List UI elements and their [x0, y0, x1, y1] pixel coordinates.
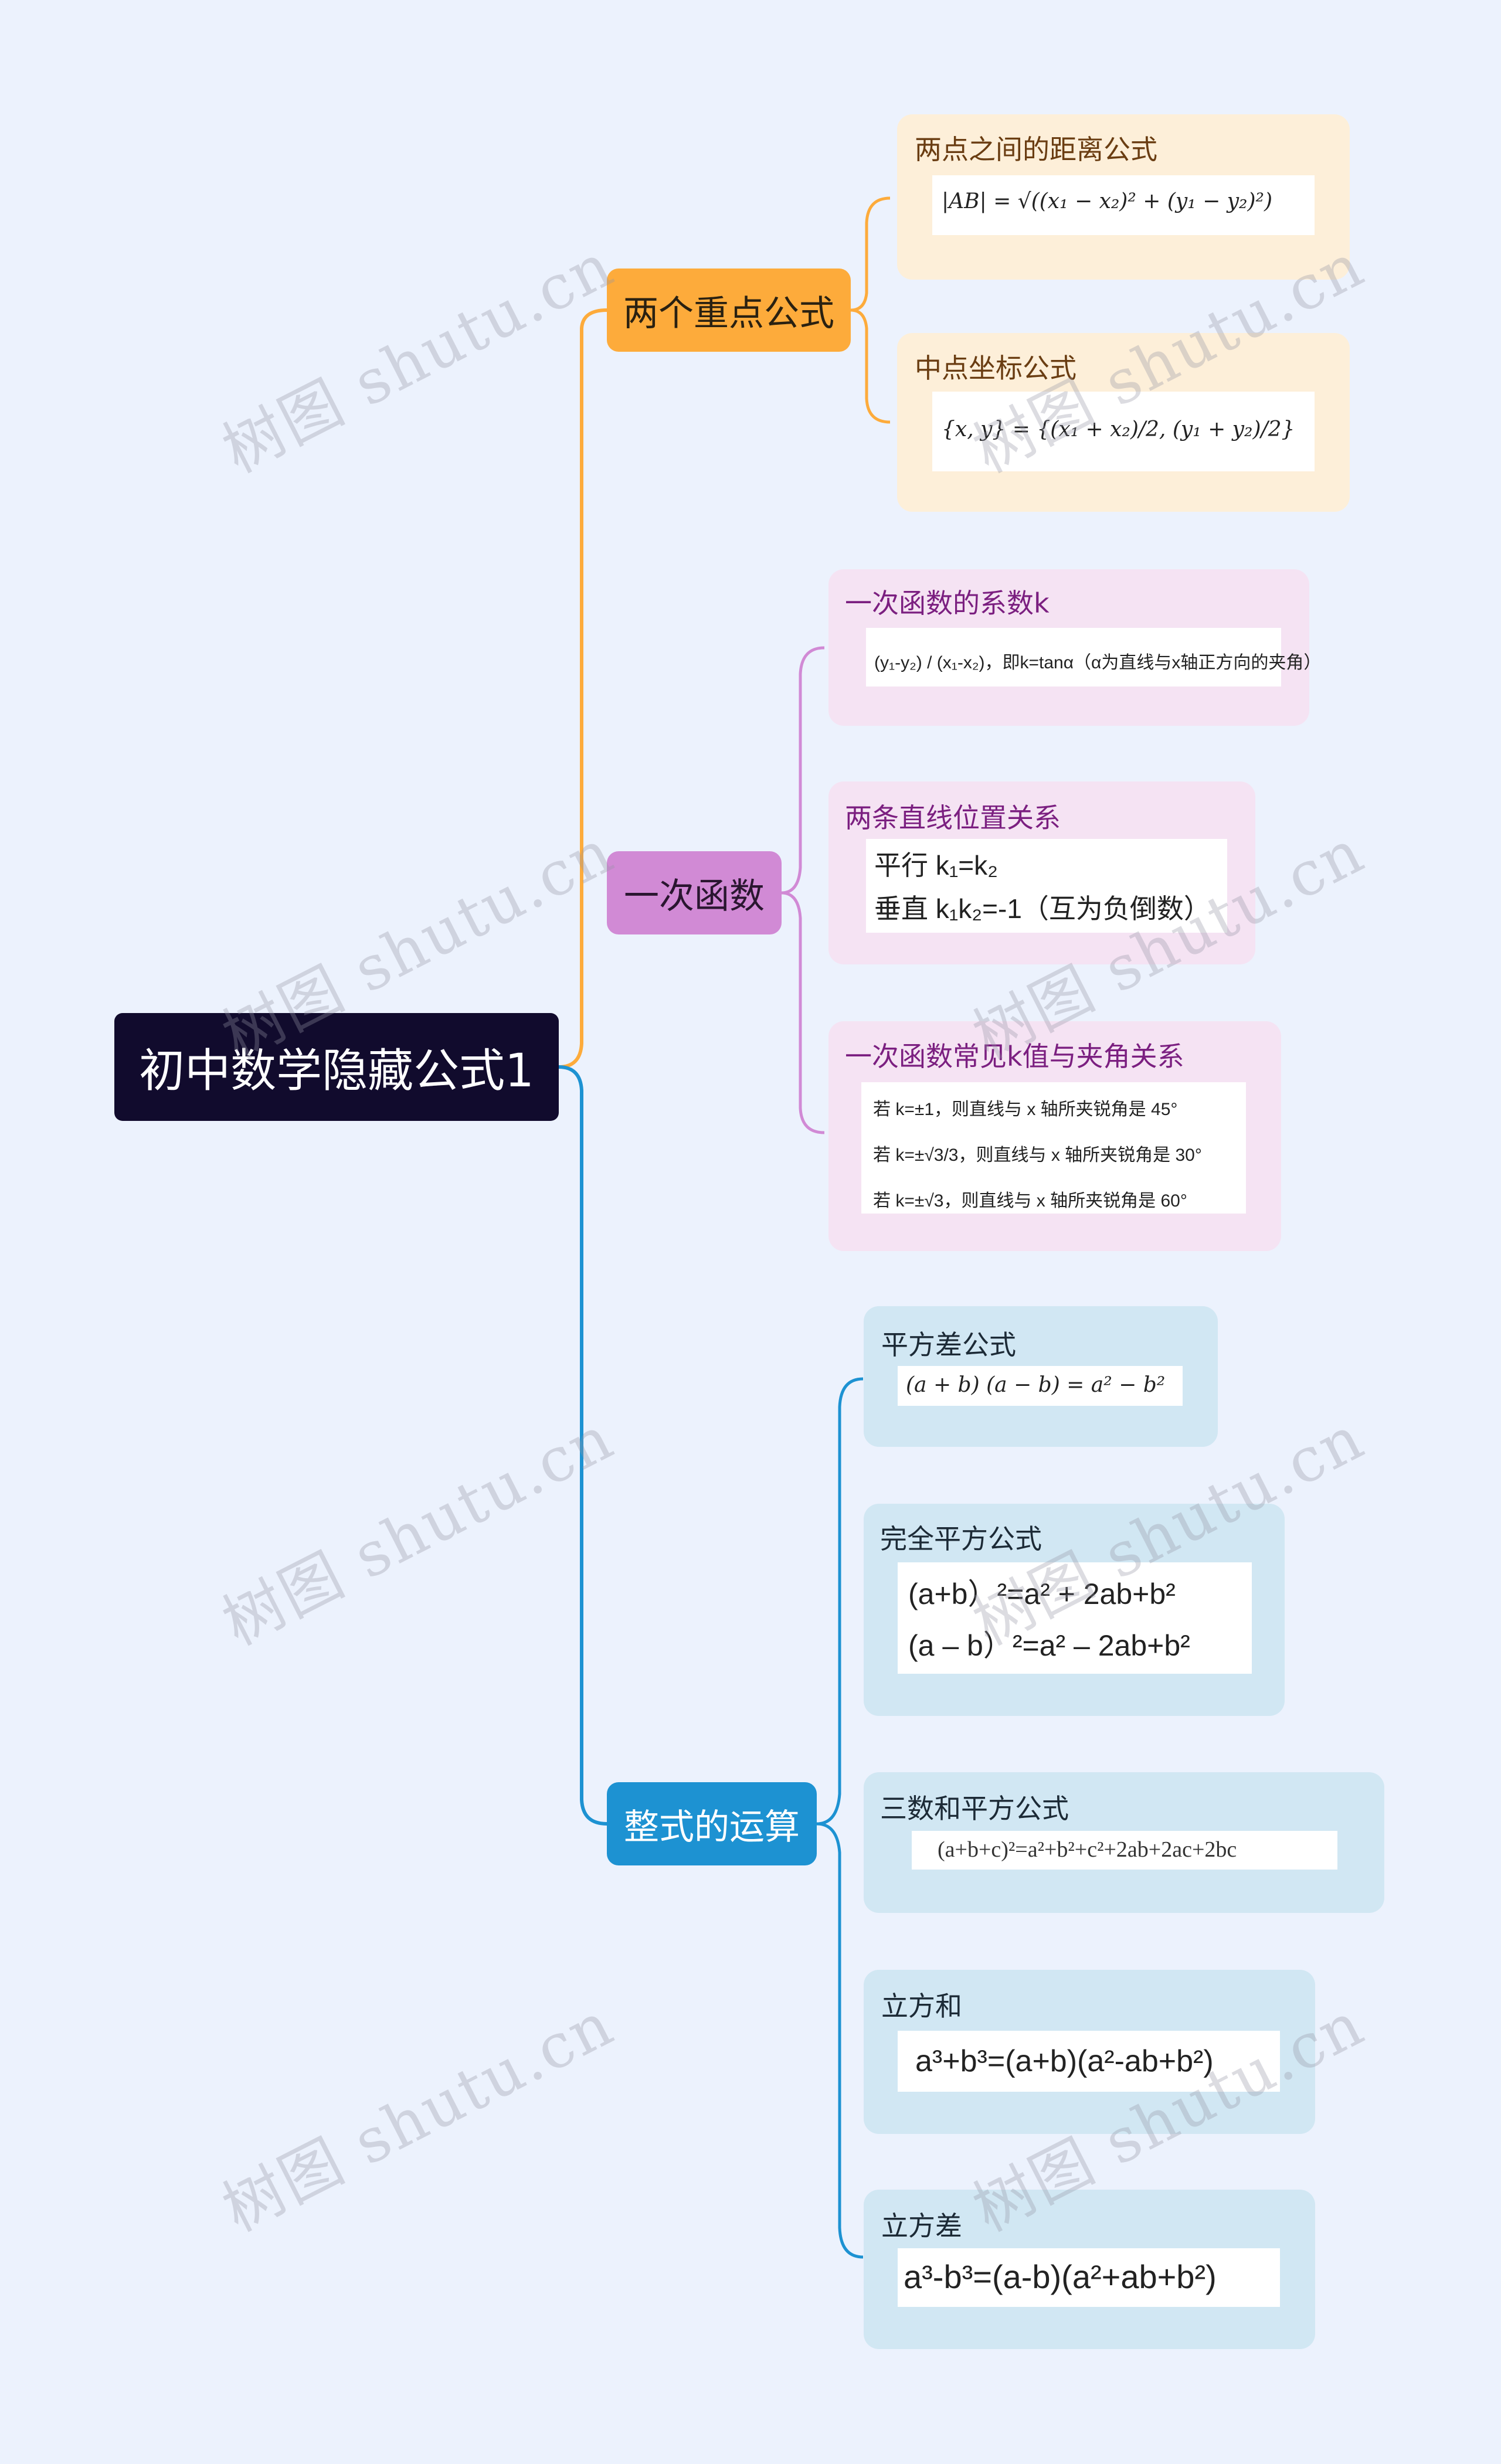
card-title: 立方差: [881, 2210, 962, 2242]
formula-box: (a+b+c)²=a²+b²+c²+2ab+2ac+2bc: [912, 1831, 1337, 1870]
branch-node-linear-function[interactable]: 一次函数: [607, 851, 782, 934]
formula-box: (a + b) (a − b) = a² − b²: [898, 1366, 1183, 1406]
card-title: 立方和: [881, 1990, 962, 2022]
card-title: 完全平方公式: [880, 1523, 1042, 1555]
branch-node-polynomial-operations[interactable]: 整式的运算: [607, 1782, 817, 1865]
card-sum-of-cubes[interactable]: 立方和 a³+b³=(a+b)(a²-ab+b²): [864, 1970, 1315, 2134]
formula-line: 垂直 k₁k₂=-1（互为负倒数）: [874, 893, 1211, 924]
card-trinomial-square[interactable]: 三数和平方公式 (a+b+c)²=a²+b²+c²+2ab+2ac+2bc: [864, 1772, 1384, 1913]
root-node[interactable]: 初中数学隐藏公式1: [114, 1013, 559, 1121]
card-line-relationship[interactable]: 两条直线位置关系 平行 k₁=k₂ 垂直 k₁k₂=-1（互为负倒数）: [828, 781, 1255, 964]
card-distance-formula[interactable]: 两点之间的距离公式 |AB| = √((x₁ − x₂)² + (y₁ − y₂…: [897, 114, 1350, 280]
card-difference-of-squares[interactable]: 平方差公式 (a + b) (a − b) = a² − b²: [864, 1306, 1218, 1447]
formula-box: (y₁-y₂) / (x₁-x₂)，即k=tanα（α为直线与x轴正方向的夹角）: [866, 628, 1321, 686]
formula-box: (a+b）²=a² + 2ab+b² (a – b）²=a² – 2ab+b²: [898, 1562, 1252, 1674]
branch-label: 两个重点公式: [623, 293, 834, 334]
formula-box: 若 k=±1，则直线与 x 轴所夹锐角是 45° 若 k=±√3/3，则直线与 …: [861, 1082, 1246, 1214]
card-title: 平方差公式: [881, 1329, 1016, 1361]
card-title: 中点坐标公式: [915, 352, 1076, 384]
formula-box: a³+b³=(a+b)(a²-ab+b²): [898, 2031, 1280, 2092]
formula-line: (a+b）²=a² + 2ab+b²: [908, 1578, 1176, 1610]
card-title: 一次函数的系数k: [845, 587, 1050, 619]
formula-box: |AB| = √((x₁ − x₂)² + (y₁ − y₂)²): [932, 175, 1315, 235]
card-slope-k[interactable]: 一次函数的系数k (y₁-y₂) / (x₁-x₂)，即k=tanα（α为直线与…: [828, 569, 1321, 726]
formula-box: a³-b³=(a-b)(a²+ab+b²): [898, 2248, 1280, 2307]
branch-node-key-formulas[interactable]: 两个重点公式: [607, 269, 851, 352]
branch-label: 一次函数: [624, 875, 765, 917]
branch-label: 整式的运算: [624, 1806, 800, 1848]
card-midpoint-formula[interactable]: 中点坐标公式 {x, y} = {(x₁ + x₂)/2, (y₁ + y₂)/…: [897, 333, 1350, 512]
card-k-angle[interactable]: 一次函数常见k值与夹角关系 若 k=±1，则直线与 x 轴所夹锐角是 45° 若…: [828, 1021, 1281, 1251]
formula-line: 若 k=±√3，则直线与 x 轴所夹锐角是 60°: [873, 1191, 1187, 1211]
card-title: 两条直线位置关系: [845, 802, 1061, 834]
formula-line: 若 k=±1，则直线与 x 轴所夹锐角是 45°: [873, 1100, 1178, 1119]
card-difference-of-cubes[interactable]: 立方差 a³-b³=(a-b)(a²+ab+b²): [864, 2190, 1315, 2349]
formula-line: (a – b）²=a² – 2ab+b²: [908, 1629, 1190, 1662]
formula-line: 若 k=±√3/3，则直线与 x 轴所夹锐角是 30°: [873, 1146, 1202, 1165]
card-perfect-square[interactable]: 完全平方公式 (a+b）²=a² + 2ab+b² (a – b）²=a² – …: [864, 1504, 1285, 1716]
card-title: 三数和平方公式: [880, 1793, 1069, 1824]
formula-box: 平行 k₁=k₂ 垂直 k₁k₂=-1（互为负倒数）: [866, 839, 1227, 933]
formula-line: 平行 k₁=k₂: [874, 850, 999, 881]
root-label: 初中数学隐藏公式1: [139, 1045, 534, 1097]
card-title: 两点之间的距离公式: [915, 134, 1157, 165]
card-title: 一次函数常见k值与夹角关系: [845, 1041, 1184, 1072]
formula-box: {x, y} = {(x₁ + x₂)/2, (y₁ + y₂)/2}: [932, 392, 1315, 471]
